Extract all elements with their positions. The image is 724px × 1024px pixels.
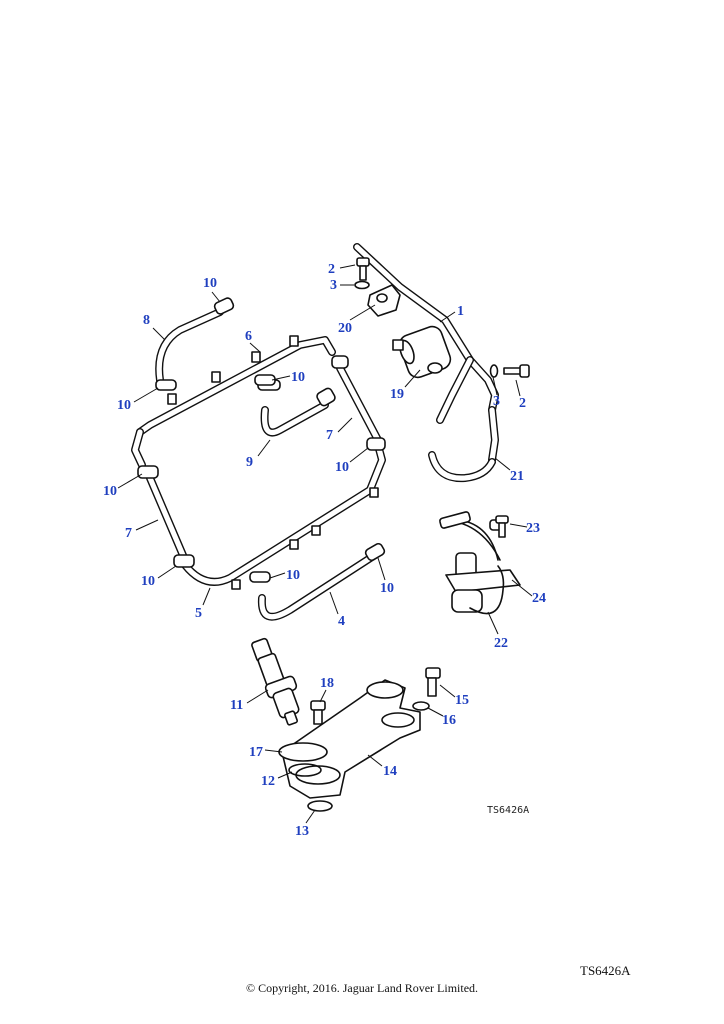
callout-19: 19 bbox=[390, 387, 404, 402]
callout-15: 15 bbox=[455, 693, 469, 708]
callout-18: 18 bbox=[320, 676, 334, 691]
part-14-bracket bbox=[281, 679, 421, 799]
callout-16: 16 bbox=[442, 713, 456, 728]
drawing-code-label: TS6426A bbox=[487, 805, 529, 816]
callout-9: 9 bbox=[246, 455, 253, 470]
callout-numbers: 1 2 3 20 19 3 2 21 10 8 6 10 10 7 9 10 1… bbox=[103, 262, 546, 839]
callout-8: 8 bbox=[143, 313, 150, 328]
callout-20: 20 bbox=[338, 321, 352, 336]
part-6-fuel-rail bbox=[131, 335, 336, 469]
part-19-regulator bbox=[392, 325, 452, 379]
part-17-seal bbox=[278, 742, 328, 762]
part-13-o-ring bbox=[307, 800, 333, 812]
part-23-screw bbox=[495, 515, 509, 538]
callout-10: 10 bbox=[203, 276, 217, 291]
callout-10: 10 bbox=[291, 370, 305, 385]
callout-11: 11 bbox=[230, 698, 243, 713]
callout-1: 1 bbox=[457, 304, 464, 319]
leader-lines bbox=[117, 264, 533, 824]
callout-17: 17 bbox=[249, 745, 263, 760]
callout-10: 10 bbox=[380, 581, 394, 596]
callout-21: 21 bbox=[510, 469, 524, 484]
part-5-lower-rail bbox=[181, 441, 386, 590]
part-3-washer-right bbox=[489, 364, 499, 378]
callout-3: 3 bbox=[493, 394, 500, 409]
part-3-washer-top bbox=[354, 280, 370, 290]
part-22-switch bbox=[439, 511, 521, 615]
callout-22: 22 bbox=[494, 636, 508, 651]
part-9-hose bbox=[257, 379, 329, 437]
callout-10: 10 bbox=[141, 574, 155, 589]
callout-7: 7 bbox=[326, 428, 333, 443]
callout-12: 12 bbox=[261, 774, 275, 789]
drawing-code-corner-label: TS6426A bbox=[580, 963, 631, 978]
part-8-hose bbox=[155, 308, 224, 384]
callout-13: 13 bbox=[295, 824, 309, 839]
callout-10: 10 bbox=[103, 484, 117, 499]
part-20-bracket bbox=[367, 284, 401, 317]
callout-10: 10 bbox=[335, 460, 349, 475]
part-1-fuel-pipe bbox=[353, 243, 499, 464]
callout-3: 3 bbox=[330, 278, 337, 293]
part-11-injector bbox=[251, 637, 300, 726]
callout-5: 5 bbox=[195, 606, 202, 621]
callout-24: 24 bbox=[532, 591, 546, 606]
callout-6: 6 bbox=[245, 329, 252, 344]
part-2-bolt-top bbox=[356, 257, 370, 281]
part-12-o-ring bbox=[288, 763, 322, 777]
part-4-hose bbox=[257, 551, 379, 621]
part-10-clips bbox=[137, 297, 386, 583]
part-2-bolt-right bbox=[503, 364, 530, 378]
part-7-hose-right bbox=[336, 364, 382, 444]
callout-7: 7 bbox=[125, 526, 132, 541]
part-7-hose-left bbox=[146, 474, 189, 564]
copyright-notice: © Copyright, 2016. Jaguar Land Rover Lim… bbox=[245, 981, 479, 995]
part-15-bolt bbox=[425, 667, 441, 697]
callout-14: 14 bbox=[383, 764, 397, 779]
callout-4: 4 bbox=[338, 614, 345, 629]
callout-10: 10 bbox=[286, 568, 300, 583]
part-16-washer bbox=[412, 701, 430, 711]
callout-2: 2 bbox=[519, 396, 526, 411]
callout-2: 2 bbox=[328, 262, 335, 277]
callout-23: 23 bbox=[526, 521, 540, 536]
callout-10: 10 bbox=[117, 398, 131, 413]
part-18-bolt bbox=[310, 700, 326, 725]
part-21-hose bbox=[428, 451, 496, 483]
